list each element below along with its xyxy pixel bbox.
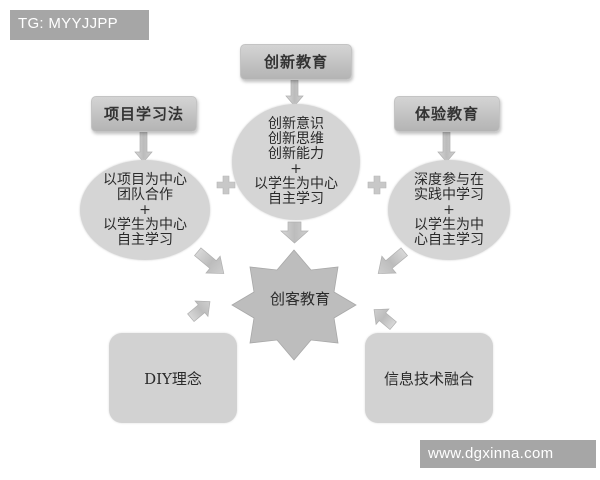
plus-icon (216, 175, 236, 195)
arrow-diagonal-icon (194, 247, 225, 274)
ellipse-line: 以项目为中心 (103, 171, 187, 188)
innovation-education-ellipse: 创新意识 创新思维 创新能力 + 以学生为中心 自主学习 (232, 104, 360, 220)
ellipse-line: 创新思维 (268, 131, 324, 147)
innovation-education-box: 创新教育 (240, 44, 352, 80)
diy-concept-box: DIY理念 (109, 333, 237, 423)
ellipse-line: 以学生为中心 (254, 176, 338, 192)
watermark-bottom-right: www.dgxinna.com (420, 440, 596, 468)
ellipse-line: 团队合作 (117, 186, 173, 203)
watermark-top-left: TG: MYYJJPP (10, 10, 149, 40)
it-integration-label: 信息技术融合 (383, 369, 474, 388)
arrow-down-icon (285, 79, 304, 107)
ellipse-plus: + (443, 201, 455, 218)
experience-education-ellipse: 深度参与在 实践中学习 + 以学生为中 心自主学习 (388, 160, 510, 260)
ellipse-line: 实践中学习 (414, 186, 484, 203)
arrow-diagonal-icon (373, 308, 397, 331)
ellipse-line: 心自主学习 (414, 231, 484, 248)
project-learning-box: 项目学习法 (91, 96, 197, 132)
ellipse-plus: + (290, 161, 302, 177)
ellipse-line: 深度参与在 (414, 171, 484, 188)
arrow-diagonal-icon (377, 247, 408, 274)
ellipse-plus: + (139, 201, 151, 218)
maker-education-label: 创客教育 (269, 290, 330, 308)
ellipse-line: 以学生为中 (414, 216, 484, 233)
arrow-down-icon (280, 221, 309, 244)
it-integration-box: 信息技术融合 (365, 333, 493, 423)
diy-concept-label: DIY理念 (144, 369, 202, 388)
experience-education-box: 体验教育 (394, 96, 500, 132)
ellipse-line: 创新能力 (268, 146, 324, 162)
arrow-down-icon (437, 131, 456, 163)
ellipse-line: 自主学习 (268, 191, 324, 207)
project-learning-ellipse: 以项目为中心 团队合作 + 以学生为中心 自主学习 (80, 160, 210, 260)
plus-icon (367, 175, 387, 195)
arrow-diagonal-icon (187, 300, 211, 323)
ellipse-line: 自主学习 (117, 231, 173, 248)
arrow-down-icon (134, 131, 153, 163)
ellipse-line: 创新意识 (268, 116, 324, 132)
star-shape (231, 249, 357, 361)
ellipse-line: 以学生为中心 (103, 216, 187, 233)
